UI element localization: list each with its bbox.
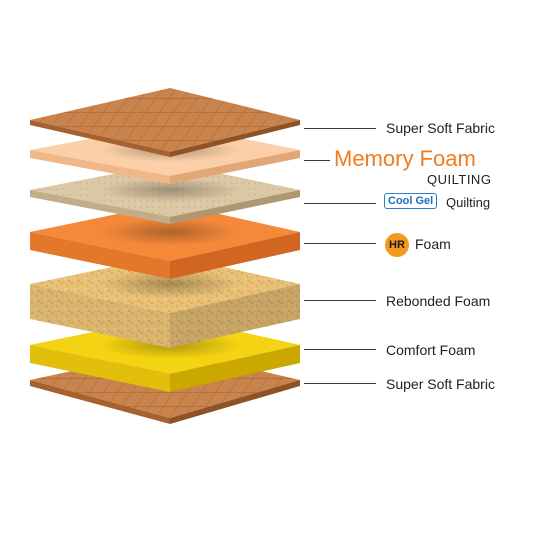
leader-line-cool-gel [304,203,376,204]
label-top-fabric: Super Soft Fabric [386,120,495,136]
leader-line-bottom-fabric [304,383,376,384]
leader-line-memory-foam [304,160,330,161]
leader-line-comfort [304,349,376,350]
layer-cool-gel-quilting [30,163,300,224]
layer-hr-foam [30,203,300,279]
label-memory-foam: Memory Foam [334,146,476,171]
leader-line-top-fabric [304,128,376,129]
label-memory-foam-sub: QUILTING [427,172,492,187]
hr-badge-icon: HR [385,233,409,257]
label-cool-gel-text: Quilting [446,195,491,210]
label-bottom-fabric: Super Soft Fabric [386,376,495,392]
label-hr-text: Foam [415,236,451,252]
label-comfort: Comfort Foam [386,342,476,358]
leader-line-rebonded [304,300,376,301]
leader-line-hr-foam [304,243,376,244]
layer-top-fabric [30,88,300,157]
cool-gel-badge-icon: Cool Gel [384,193,438,209]
label-rebonded: Rebonded Foam [386,293,491,309]
layer-rebonded-foam [30,255,300,348]
